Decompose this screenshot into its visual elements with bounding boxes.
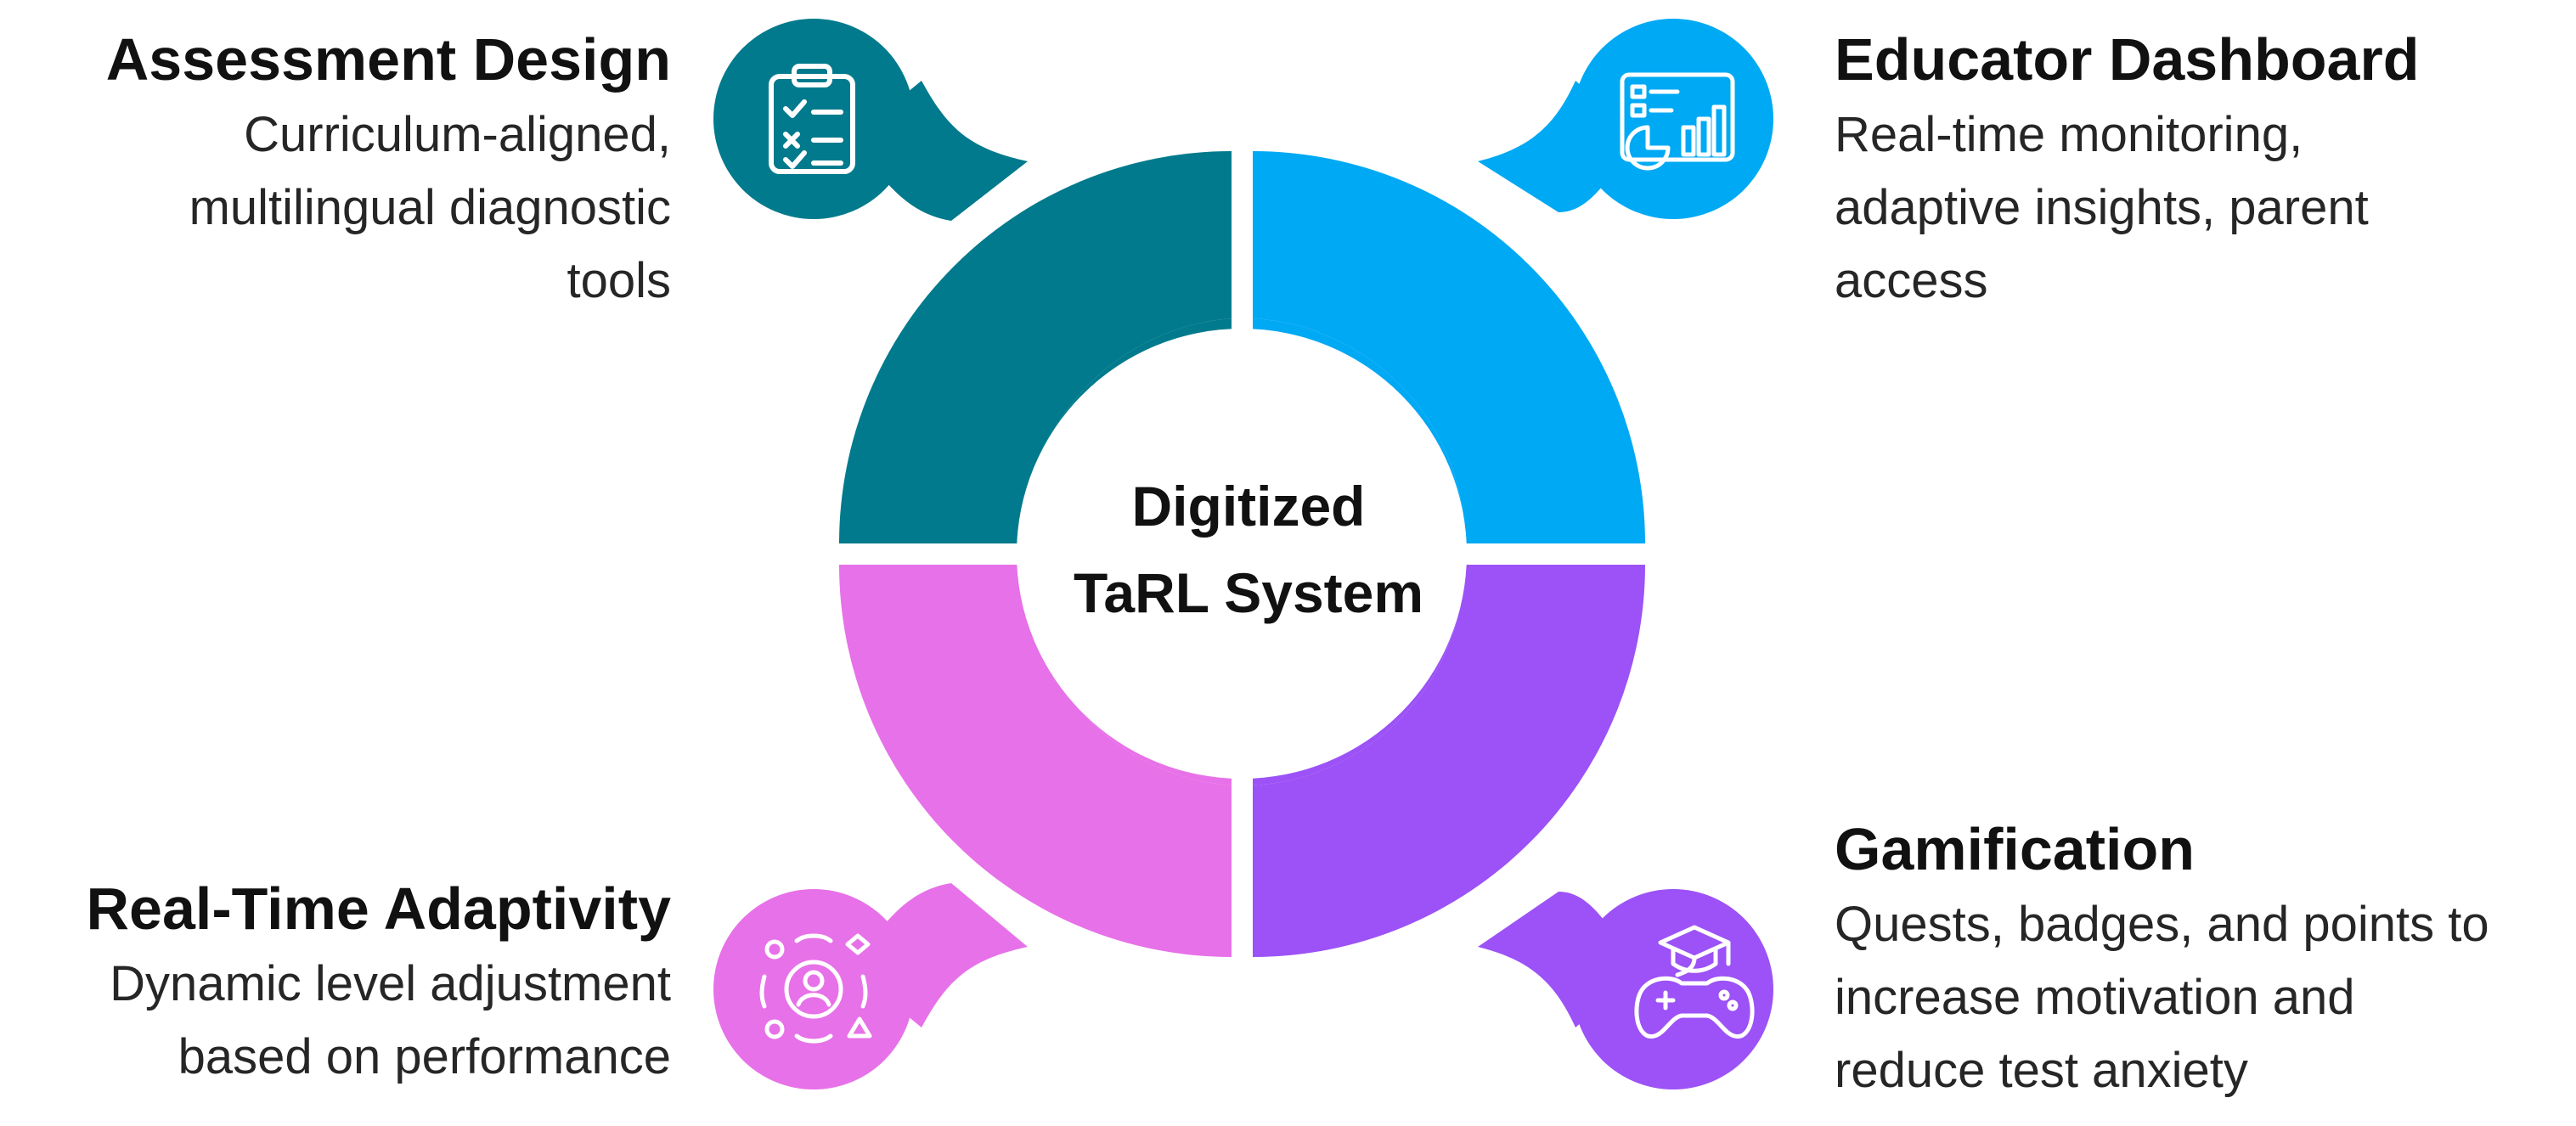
gamification-title: Gamification (1835, 816, 2195, 882)
circle-assessment-design (713, 19, 914, 219)
center-title-line-2: TaRL System (1073, 561, 1424, 624)
gamification-desc-line-1: Quests, badges, and points to (1835, 897, 2489, 952)
educator-dashboard-block: Educator Dashboard Real-time monitoring,… (1835, 25, 2531, 318)
center-title: Digitized TaRL System (1028, 463, 1469, 636)
assessment-design-desc-line-2: multilingual diagnostic (189, 180, 671, 235)
educator-dashboard-desc-line-3: access (1835, 253, 1988, 308)
center-title-line-1: Digitized (1131, 475, 1366, 538)
circle-educator-dashboard (1573, 19, 1773, 219)
graduation-gamepad-icon (1634, 925, 1755, 1039)
educator-dashboard-description: Real-time monitoring, adaptive insights,… (1835, 99, 2531, 318)
gamification-description: Quests, badges, and points to increase m… (1835, 888, 2556, 1107)
assessment-design-desc-line-1: Curriculum-aligned, (244, 107, 671, 162)
real-time-adaptivity-description: Dynamic level adjustment based on perfor… (8, 948, 671, 1094)
assessment-design-block: Assessment Design Curriculum-aligned, mu… (76, 25, 671, 318)
real-time-adaptivity-desc-line-1: Dynamic level adjustment (110, 956, 671, 1011)
real-time-adaptivity-desc-line-2: based on performance (178, 1029, 671, 1084)
clipboard-checklist-icon (769, 64, 855, 174)
dashboard-chart-icon (1620, 72, 1735, 171)
gamification-desc-line-3: reduce test anxiety (1835, 1043, 2248, 1098)
gamification-block: Gamification Quests, badges, and points … (1835, 815, 2556, 1107)
circle-gamification (1573, 889, 1773, 1089)
real-time-adaptivity-title: Real-Time Adaptivity (86, 875, 671, 942)
educator-dashboard-title: Educator Dashboard (1835, 26, 2420, 93)
assessment-design-title: Assessment Design (105, 26, 671, 93)
assessment-design-description: Curriculum-aligned, multilingual diagnos… (76, 99, 671, 318)
educator-dashboard-desc-line-2: adaptive insights, parent (1835, 180, 2369, 235)
assessment-design-desc-line-3: tools (566, 253, 671, 308)
real-time-adaptivity-block: Real-Time Adaptivity Dynamic level adjus… (8, 875, 671, 1094)
adaptive-user-cycle-icon (759, 933, 872, 1044)
gamification-desc-line-2: increase motivation and (1835, 970, 2355, 1025)
educator-dashboard-desc-line-1: Real-time monitoring, (1835, 107, 2303, 162)
